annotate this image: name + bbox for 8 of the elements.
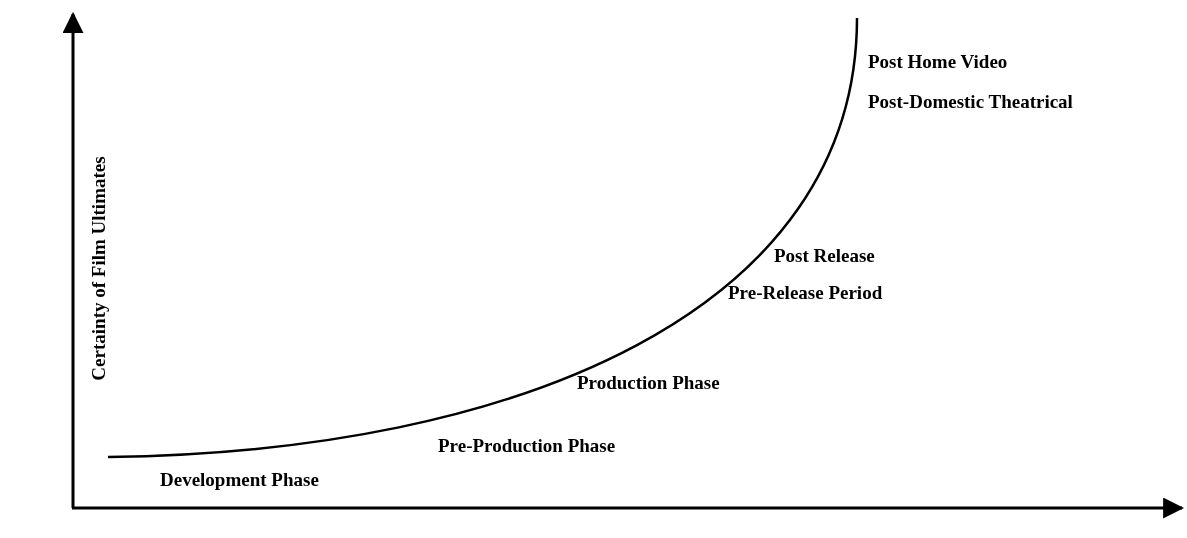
- phase-label: Post Release: [774, 246, 875, 265]
- axis-title: Certainty of Film Ultimates: [88, 155, 108, 381]
- phase-label: Pre-Production Phase: [438, 436, 616, 455]
- phase-label: Post-Domestic Theatrical: [868, 92, 1073, 111]
- phase-label: Development Phase: [160, 470, 319, 489]
- phase-label: Pre-Release Period: [728, 283, 883, 302]
- phase-label: Production Phase: [577, 373, 720, 392]
- phase-label: Post Home Video: [868, 52, 1008, 71]
